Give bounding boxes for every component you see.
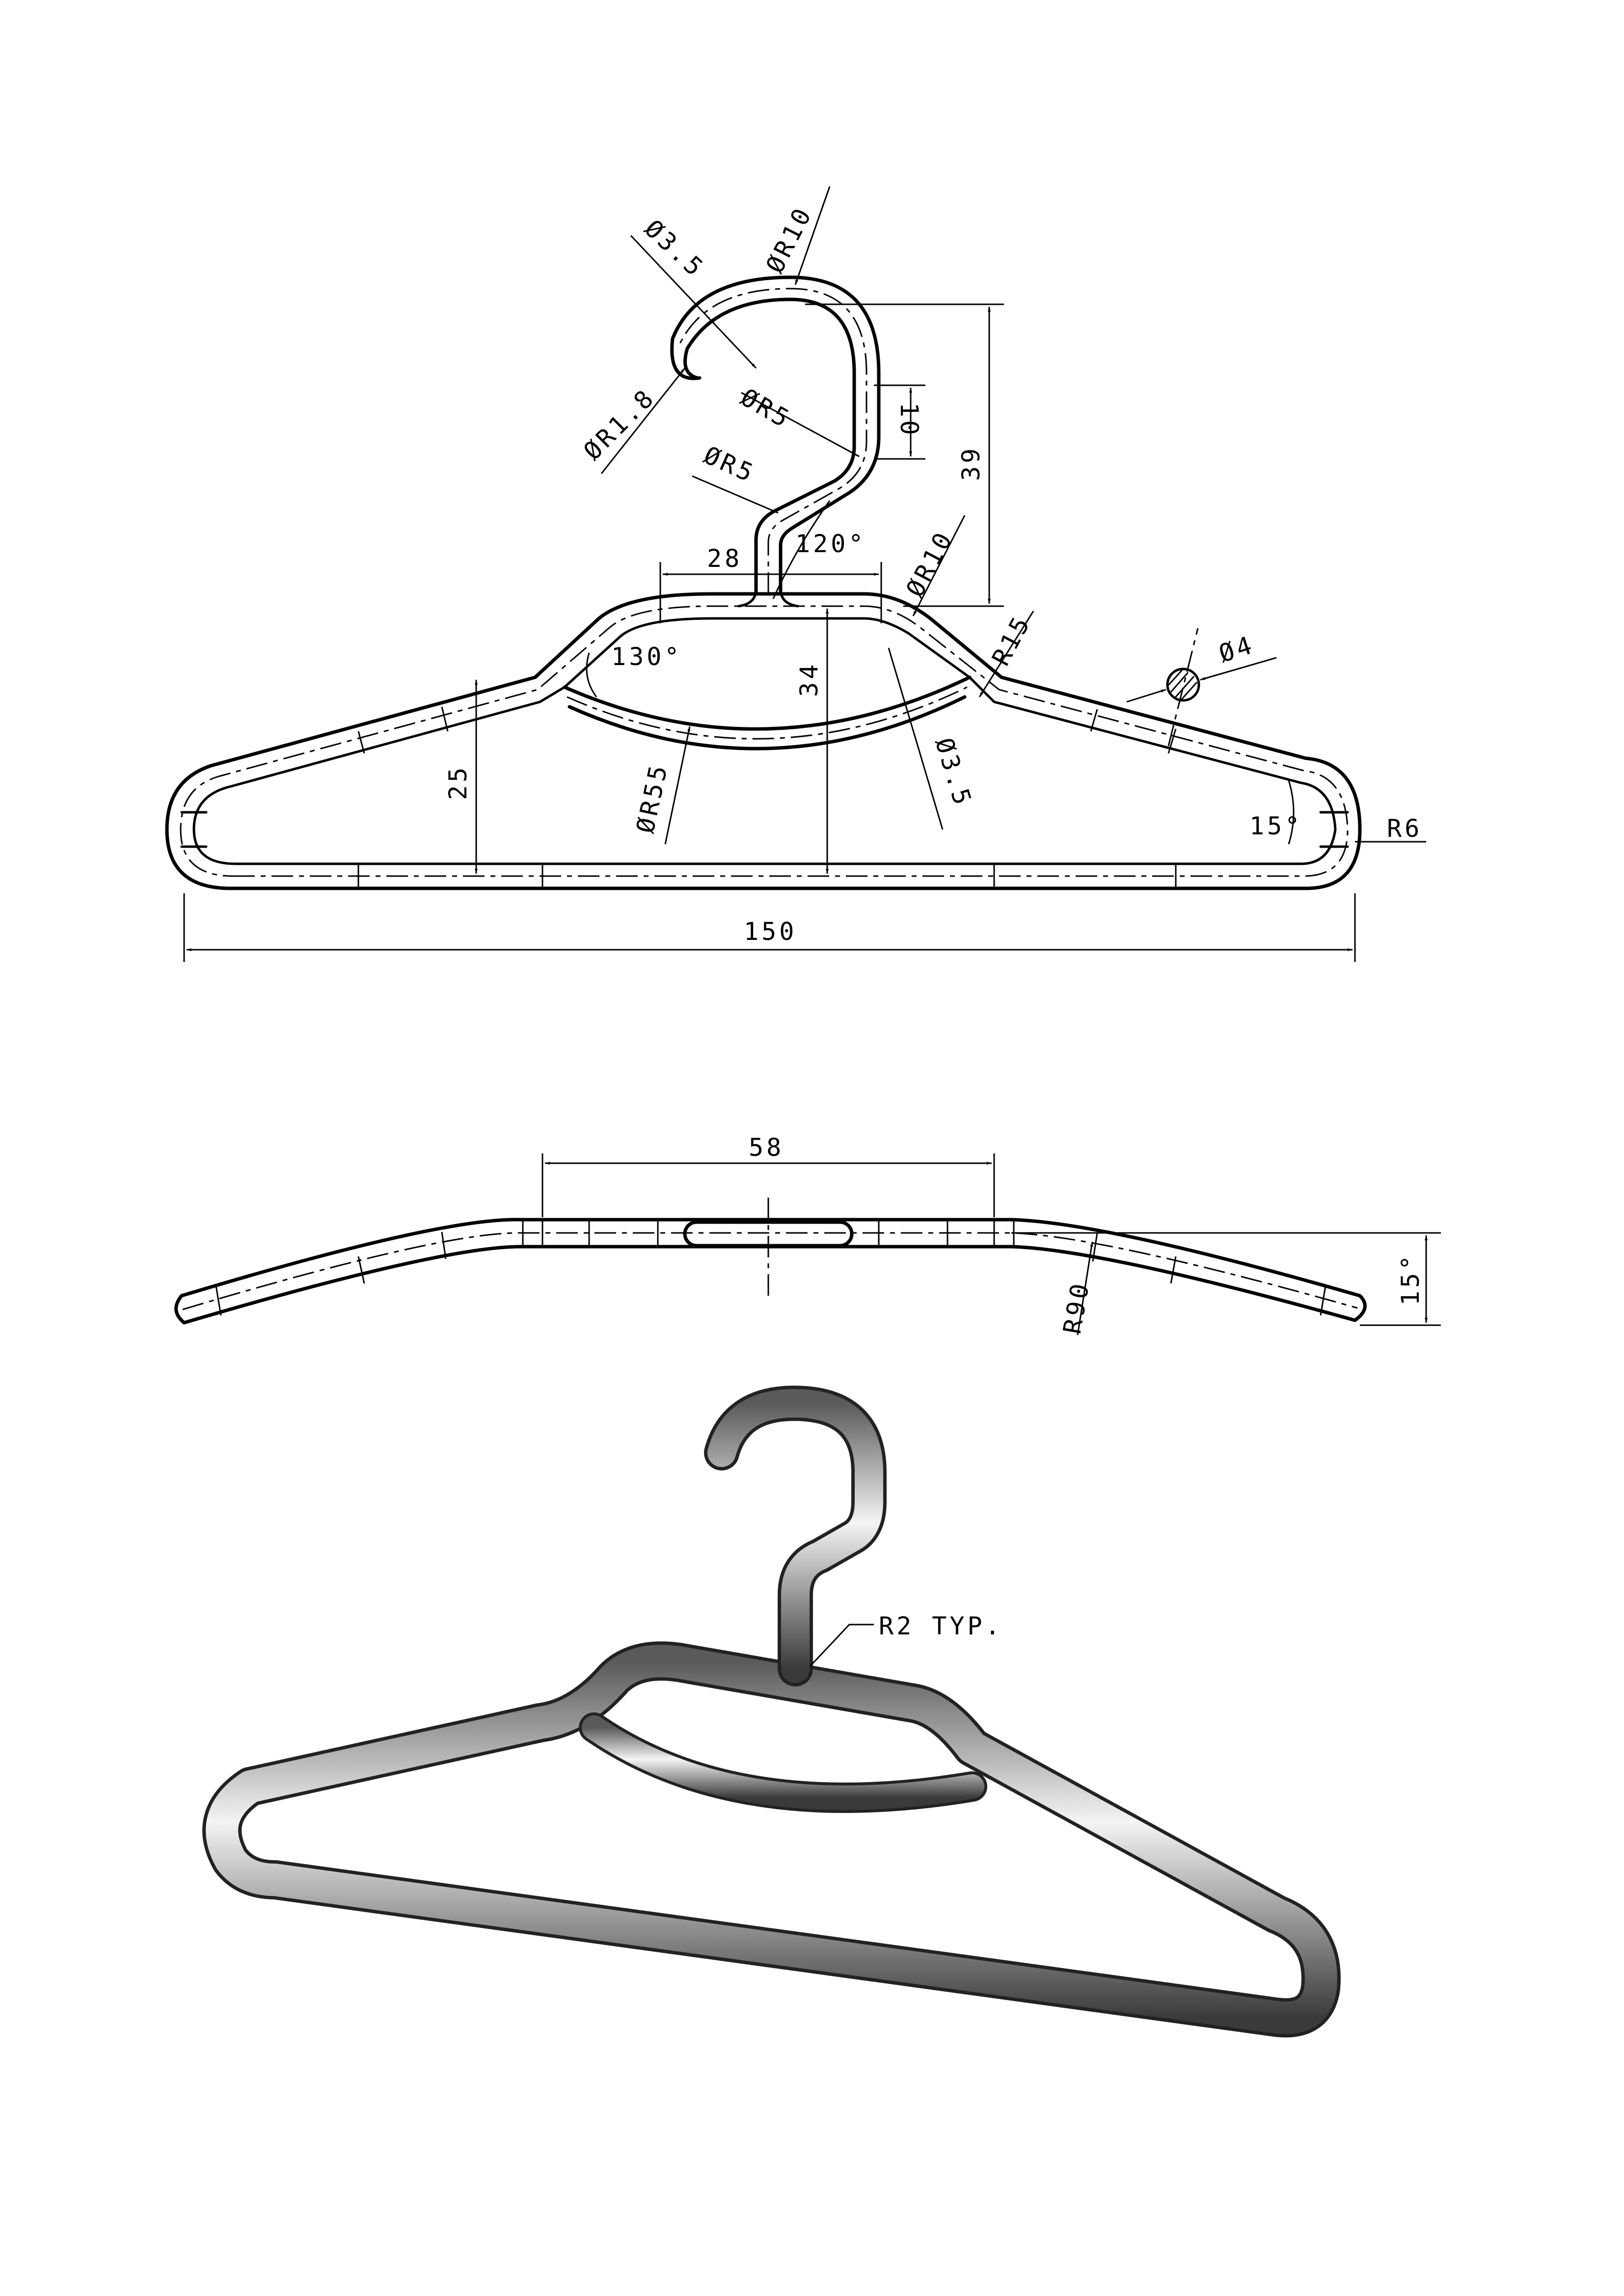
bar-wire-dia-label: Ø3.5 — [930, 735, 978, 811]
iso-crossbar-tube — [582, 1715, 984, 1810]
hook-radius-label: ØR10 — [760, 201, 818, 277]
arc-r55-label: ØR55 — [631, 760, 674, 835]
wire-section-circle — [1166, 667, 1200, 702]
top-view-left-tip — [174, 1294, 186, 1325]
iso-hanger — [202, 1386, 1341, 2038]
section-leader-right — [1200, 657, 1277, 681]
crossbar-lower-edge — [568, 695, 967, 750]
section-dia-label: Ø4 — [1216, 630, 1258, 668]
iso-hook-tube — [707, 1389, 883, 1683]
neck-angle-label: 120° — [795, 530, 866, 558]
tip-r6-label: R6 — [1387, 814, 1422, 843]
hook-tip-leader — [600, 368, 686, 474]
tip-angle-arc — [1288, 780, 1295, 845]
height-34-label: 34 — [795, 662, 823, 697]
shoulder-r-label: ØR10 — [900, 526, 959, 602]
crossbar-centerline — [567, 686, 968, 740]
section-leader-left — [1126, 689, 1166, 703]
right-end-bend — [1319, 811, 1349, 848]
neck-r-label: ØR5 — [700, 441, 760, 488]
arc-r55-leader — [664, 726, 691, 845]
iso-view: R2 TYP. — [202, 1386, 1341, 2038]
left-end-bend — [180, 811, 208, 848]
hook-dimensions: Ø3.5 ØR10 ØR1.8 ØR5 ØR5 120° 10 39 — [183, 186, 1426, 962]
bar-wire-leader — [888, 647, 944, 830]
height-25-label: 25 — [444, 765, 472, 800]
frame-inner-outline — [192, 617, 1337, 865]
bend-r90-leader — [1077, 1241, 1093, 1335]
front-view: Ø3.5 ØR10 ØR1.8 ØR5 ØR5 120° 10 39 — [165, 186, 1426, 962]
neck-angle-arc — [772, 500, 831, 599]
frame-centerline — [180, 605, 1349, 877]
hook-wire-leader — [630, 235, 757, 369]
neck-fillet-right — [779, 587, 799, 608]
neck-r-leader — [692, 475, 779, 514]
hook-wire-dia-label: Ø3.5 — [639, 214, 710, 283]
top-view: 58 R90 15° — [174, 1133, 1441, 1336]
shoulder-r-leader — [912, 515, 966, 616]
frame-outer-outline — [165, 592, 1362, 890]
hook-tip-label: ØR1.8 — [578, 383, 661, 466]
fillet-note-label: R2 TYP. — [879, 1612, 1003, 1640]
bend-r90-label: R90 — [1058, 1279, 1095, 1336]
hook-inner-outline — [670, 275, 881, 596]
height-10-label: 10 — [895, 402, 923, 438]
section-centerline — [1167, 628, 1199, 747]
top-view-lower-edge — [182, 1245, 1357, 1325]
width-58-label: 58 — [749, 1133, 784, 1162]
bottom-bar-segment-ticks — [357, 706, 1177, 888]
height-39-label: 39 — [957, 446, 985, 481]
hook-inner-r-label: ØR5 — [736, 383, 796, 434]
crossbar-upper-edge — [563, 675, 972, 731]
top-view-centerline — [182, 1232, 1358, 1310]
hook-outer-outline — [683, 297, 856, 596]
neck-fillet-left — [737, 587, 758, 608]
top-view-upper-edge — [180, 1218, 1362, 1298]
neck-width-label: 28 — [707, 544, 742, 573]
hook-inner-r-leader — [741, 392, 860, 457]
wire-section-hatch — [1167, 669, 1198, 701]
tilt-angle-label: 15° — [1396, 1253, 1425, 1306]
overall-width-label: 150 — [744, 917, 797, 946]
top-view-right-tip — [1353, 1294, 1367, 1322]
side-r15-leader — [978, 611, 1034, 697]
hook-centerline — [679, 288, 867, 594]
shoulder-angle-arc — [586, 652, 597, 697]
tip-angle-label: 15° — [1249, 812, 1302, 840]
top-view-segment-ticks — [215, 1220, 1326, 1316]
iso-frame-tube — [206, 1645, 1337, 2034]
shoulder-angle-label: 130° — [611, 642, 682, 671]
hook-radius-leader — [794, 186, 831, 285]
fillet-note-leader — [809, 1624, 874, 1667]
